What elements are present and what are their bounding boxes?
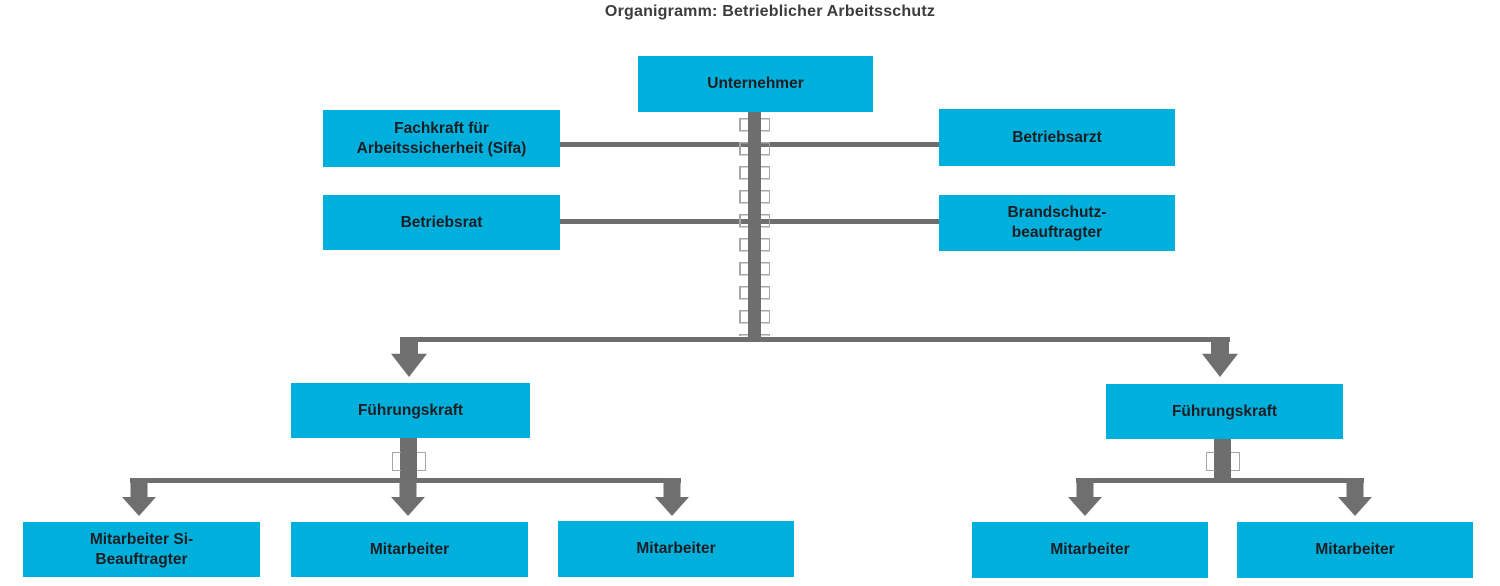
node-betriebsarzt: Betriebsarzt — [939, 109, 1175, 166]
node-label: Brandschutz- beauftragter — [1007, 204, 1107, 241]
connector-level2 — [400, 337, 1230, 342]
node-label: Unternehmer — [707, 75, 804, 92]
arrow-down-mitarbeiter-links-1-icon — [391, 478, 425, 516]
node-label: Mitarbeiter — [636, 540, 716, 557]
ladder-ticks-left — [739, 118, 748, 336]
node-mitarbeiter-si-beauftragter: Mitarbeiter Si- Beauftragter — [23, 522, 260, 577]
node-mitarbeiter-links-2: Mitarbeiter — [558, 521, 794, 577]
node-label: Mitarbeiter — [1315, 541, 1395, 558]
node-brandschutzbeauftragter: Brandschutz- beauftragter — [939, 195, 1175, 251]
chart-title: Organigramm: Betrieblicher Arbeitsschutz — [604, 3, 936, 20]
ladder-ticks-right — [761, 118, 770, 336]
node-fachkraft-sifa: Fachkraft für Arbeitssicherheit (Sifa) — [323, 110, 560, 167]
connector-fk-rechts-stem — [1214, 439, 1231, 478]
connector-unternehmer-main — [748, 112, 761, 342]
connector-level3-rechts — [1076, 478, 1364, 483]
node-mitarbeiter-rechts-2: Mitarbeiter — [1237, 522, 1473, 578]
node-label: Führungskraft — [1171, 402, 1278, 420]
node-fuehrungskraft-rechts: Führungskraft — [1106, 384, 1343, 439]
arrow-down-fuehrungskraft-links-icon — [391, 337, 427, 377]
arrow-down-mitarbeiter-rechts-1-icon — [1068, 478, 1102, 516]
node-label: Fachkraft für Arbeitssicherheit (Sifa) — [356, 119, 527, 157]
node-label: Mitarbeiter — [1050, 541, 1130, 558]
node-mitarbeiter-links-1: Mitarbeiter — [291, 522, 528, 577]
arrow-down-mitarbeiter-rechts-2-icon — [1338, 478, 1372, 516]
node-betriebsrat: Betriebsrat — [323, 195, 560, 250]
node-label: Mitarbeiter Si- Beauftragter — [89, 530, 194, 568]
node-label: Mitarbeiter — [369, 540, 450, 558]
node-mitarbeiter-rechts-1: Mitarbeiter — [972, 522, 1208, 578]
tick-bracket-icon — [1206, 452, 1215, 471]
node-label: Betriebsarzt — [1012, 128, 1102, 146]
node-label: Führungskraft — [357, 401, 464, 419]
arrow-down-mitarbeiter-si-icon — [122, 478, 156, 516]
node-label: Betriebsrat — [400, 213, 483, 231]
arrow-down-mitarbeiter-links-2-icon — [655, 478, 689, 516]
tick-bracket-icon — [392, 452, 401, 471]
connector-fk-links-stem — [400, 438, 417, 478]
tick-bracket-icon — [417, 452, 426, 471]
arrow-down-fuehrungskraft-rechts-icon — [1202, 337, 1238, 377]
node-unternehmer: Unternehmer — [638, 56, 873, 112]
node-fuehrungskraft-links: Führungskraft — [291, 383, 530, 438]
tick-bracket-icon — [1231, 452, 1240, 471]
